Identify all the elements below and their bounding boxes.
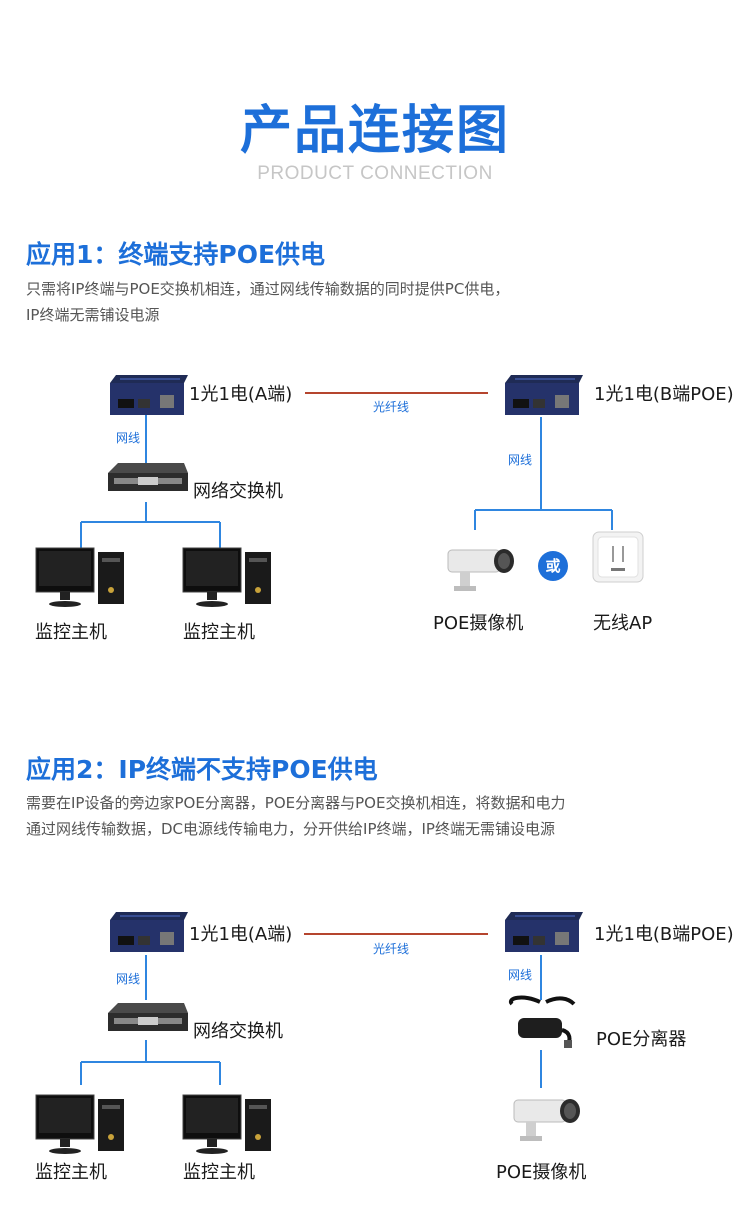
app1-camera-icon bbox=[447, 549, 514, 591]
app1-converter-a-icon bbox=[110, 375, 188, 415]
app1-ap-icon bbox=[592, 531, 644, 583]
app2-desc-line2: 通过网线传输数据，DC电源线传输电力，分开供给IP终端，IP终端无需铺设电源 bbox=[26, 820, 555, 838]
app2-fiber-label: 光纤线 bbox=[373, 942, 410, 956]
app2-converter-b-icon bbox=[505, 912, 583, 952]
app2-diagram bbox=[35, 912, 583, 1154]
app1-host2-icon bbox=[182, 547, 271, 607]
app2-title: 应用2：IP终端不支持POE供电 bbox=[26, 755, 378, 784]
app1-converter-a-label: 1光1电(A端) bbox=[189, 384, 293, 405]
app1-diagram bbox=[35, 375, 644, 607]
app2-host2-label: 监控主机 bbox=[183, 1162, 255, 1183]
app2-splitter-label: POE分离器 bbox=[596, 1029, 687, 1050]
app2-host1-icon bbox=[35, 1094, 124, 1154]
app2-cable-label-left: 网线 bbox=[116, 972, 141, 986]
app1-ap-label: 无线AP bbox=[593, 613, 653, 634]
app1-title: 应用1：终端支持POE供电 bbox=[26, 240, 326, 269]
app2-cable-label-right: 网线 bbox=[508, 968, 533, 982]
app1-host1-icon bbox=[35, 547, 124, 607]
page-subtitle: PRODUCT CONNECTION bbox=[257, 163, 493, 184]
app1-fiber-label: 光纤线 bbox=[373, 400, 410, 414]
app1-converter-b-label: 1光1电(B端POE) bbox=[594, 384, 734, 405]
app1-cable-label-left: 网线 bbox=[116, 431, 141, 445]
app2-converter-a-label: 1光1电(A端) bbox=[189, 924, 293, 945]
app1-host1-label: 监控主机 bbox=[35, 622, 107, 643]
app1-converter-b-icon bbox=[505, 375, 583, 415]
app1-host2-label: 监控主机 bbox=[183, 622, 255, 643]
app1-desc-line2: IP终端无需铺设电源 bbox=[26, 306, 160, 324]
app2-desc-line1: 需要在IP设备的旁边家POE分离器，POE分离器与POE交换机相连，将数据和电力 bbox=[26, 794, 566, 812]
app2-host2-icon bbox=[182, 1094, 271, 1154]
app2-switch-icon bbox=[108, 1003, 188, 1031]
app1-switch-icon bbox=[108, 463, 188, 491]
app2-splitter-icon bbox=[508, 995, 576, 1048]
app1-cable-label-right: 网线 bbox=[508, 453, 533, 467]
page-title: 产品连接图 bbox=[239, 101, 510, 161]
app2-switch-label: 网络交换机 bbox=[193, 1021, 283, 1042]
app2-converter-b-label: 1光1电(B端POE) bbox=[594, 924, 734, 945]
app1-camera-label: POE摄像机 bbox=[433, 613, 524, 634]
app2-camera-icon bbox=[513, 1099, 580, 1141]
app1-switch-label: 网络交换机 bbox=[193, 481, 283, 502]
app2-camera-label: POE摄像机 bbox=[496, 1162, 587, 1183]
app1-or-badge: 或 bbox=[538, 551, 568, 581]
app2-host1-label: 监控主机 bbox=[35, 1162, 107, 1183]
app2-converter-a-icon bbox=[110, 912, 188, 952]
app1-desc-line1: 只需将IP终端与POE交换机相连，通过网线传输数据的同时提供PC供电， bbox=[26, 280, 510, 298]
